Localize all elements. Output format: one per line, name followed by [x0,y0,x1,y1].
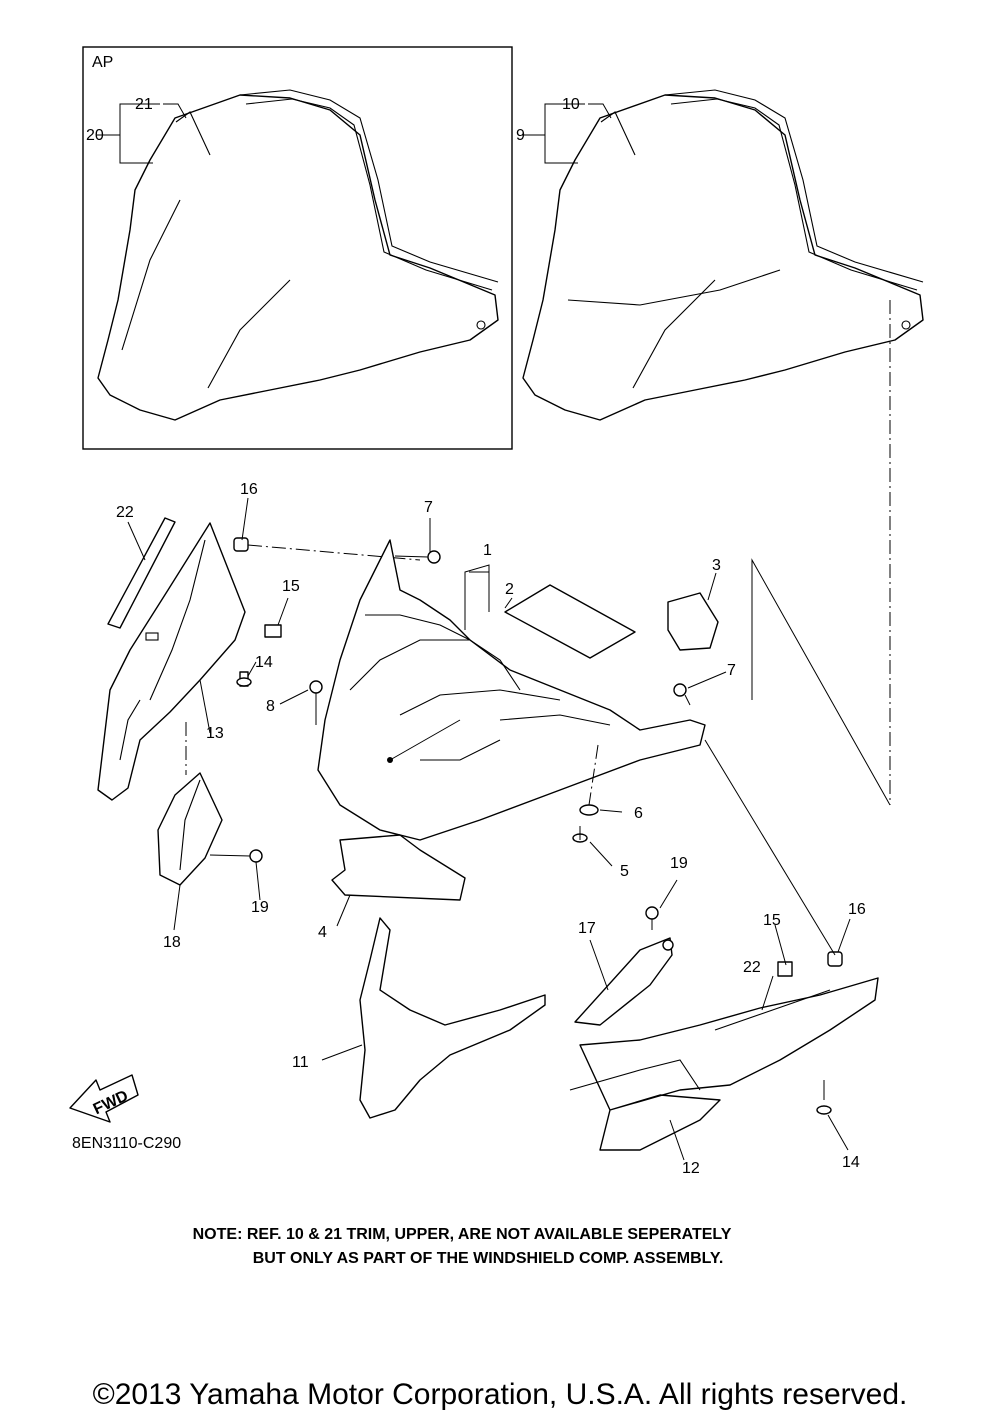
callout-11: 11 [292,1054,309,1071]
ap-box [82,46,513,450]
windshield-ap[interactable] [97,89,499,421]
callout-15-right: 15 [763,912,781,929]
screw-19-right[interactable] [645,906,659,930]
callout-2: 2 [505,581,514,598]
washer[interactable] [579,804,599,816]
copyright: ©2013 Yamaha Motor Corporation, U.S.A. A… [92,1378,908,1411]
callout-16-right: 16 [848,901,866,918]
guide-line-grommet [247,544,421,561]
callout-20: 20 [86,127,104,144]
callout-7-top: 7 [424,499,433,516]
screw-8[interactable] [309,680,323,725]
callout-18: 18 [163,934,181,951]
screw-right[interactable] [816,1080,832,1115]
nut-left[interactable] [264,624,282,638]
callout-14-left: 14 [255,654,273,671]
callout-15-left: 15 [282,578,300,595]
callout-22-left: 22 [116,504,134,521]
callout-9: 9 [516,127,525,144]
screw-7-right[interactable] [673,683,691,706]
callout-21: 21 [135,96,153,113]
callout-17: 17 [578,920,596,937]
callout-7-right: 7 [727,662,736,679]
fwd-arrow: FWD [69,1074,139,1123]
callout-5: 5 [620,863,629,880]
note-line-1: NOTE: REF. 10 & 21 TRIM, UPPER, ARE NOT … [192,1226,732,1243]
side-cowling-left[interactable] [97,522,246,801]
drawing-code: 8EN3110-C290 [72,1135,181,1152]
callout-19-left: 19 [251,899,269,916]
callout-12: 12 [682,1160,700,1177]
guide-line-triangle [751,558,891,806]
note-line-2: BUT ONLY AS PART OF THE WINDSHIELD COMP.… [252,1250,724,1267]
nut-right[interactable] [777,961,793,977]
grommet-right[interactable] [827,951,843,967]
screw-7-top[interactable] [394,550,441,564]
callout-6: 6 [634,805,643,822]
callout-13: 13 [206,725,224,742]
bolt-5[interactable] [572,826,588,843]
grommet-left[interactable] [233,537,249,552]
ap-box-label: AP [92,54,113,71]
side-cowling-right[interactable] [569,977,879,1151]
screw-left[interactable] [236,671,252,687]
callout-1: 1 [483,542,492,559]
callout-14-right: 14 [842,1154,860,1171]
screw-19-left[interactable] [209,849,263,863]
callout-19-right: 19 [670,855,688,872]
guide-line-bolt [588,744,599,806]
leader-lines [97,103,851,1161]
side-decal-left[interactable] [107,517,176,629]
callout-22-right: 22 [743,959,761,976]
callout-3: 3 [712,557,721,574]
inner-panel[interactable] [504,584,636,659]
upper-cowling[interactable] [317,539,706,841]
windshield[interactable] [522,89,924,421]
callout-8: 8 [266,698,275,715]
panel-17[interactable] [574,937,673,1026]
callout-16-left: 16 [240,481,258,498]
inner-cover[interactable] [331,834,466,901]
callout-4: 4 [318,924,327,941]
guide-line-grommet-right [704,739,836,956]
screw-19-right-hole [662,939,674,951]
air-duct-left[interactable] [157,772,223,886]
callout-10: 10 [562,96,580,113]
bracket-cover[interactable] [667,592,719,651]
under-cowling[interactable] [359,917,546,1119]
